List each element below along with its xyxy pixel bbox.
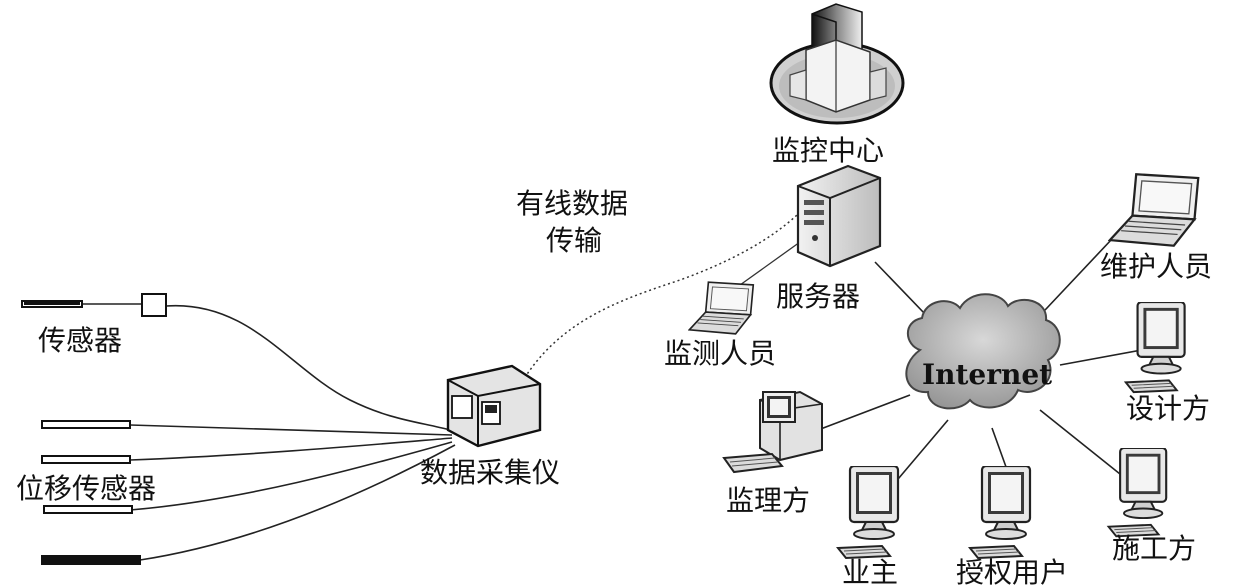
data-logger-label: 数据采集仪: [420, 456, 560, 489]
supervision-party-computer-icon: [722, 390, 823, 474]
authorized-user-label: 授权用户: [956, 556, 1068, 586]
design-party-computer-icon: [1124, 302, 1186, 394]
owner-line: [892, 419, 949, 486]
displacement-sensor-probe-3: [43, 505, 133, 514]
server-icon: [796, 164, 882, 268]
displacement-sensor-group: [41, 420, 141, 565]
monitor-staff-line: [739, 236, 808, 286]
sensor-icon: [21, 293, 167, 317]
sensor-label: 传感器: [38, 324, 122, 357]
maintenance-staff-laptop-icon: [1108, 173, 1200, 247]
supervision-line: [817, 394, 911, 431]
internet-label: Internet: [922, 358, 1052, 391]
displacement-sensor-label: 位移传感器: [16, 472, 156, 505]
construction-party-label: 施工方: [1112, 532, 1196, 565]
monitoring-staff-laptop-icon: [688, 281, 755, 335]
displacement-sensor-probe-4: [41, 555, 141, 565]
owner-label: 业主: [842, 556, 898, 586]
supervision-party-label: 监理方: [726, 484, 810, 517]
maintenance-staff-label: 维护人员: [1100, 250, 1212, 283]
design-party-label: 设计方: [1126, 392, 1210, 425]
sensor-cable-4: [129, 441, 453, 511]
wired-transfer-label-line1: 有线数据: [516, 187, 628, 220]
wired-transfer-label-line2: 传输: [546, 224, 602, 257]
sensor-cable-5: [139, 444, 456, 561]
internet-cloud-icon: [905, 293, 1061, 410]
data-logger-icon: [446, 364, 542, 448]
owner-computer-icon: [836, 466, 900, 560]
server-label: 服务器: [776, 280, 860, 313]
sensor-cable-1: [165, 304, 451, 431]
displacement-sensor-probe-1: [41, 420, 131, 429]
construction-party-computer-icon: [1107, 448, 1168, 538]
monitoring-staff-label: 监测人员: [664, 337, 776, 370]
sensor-cable-3: [129, 437, 453, 461]
displacement-sensor-probe-2: [41, 455, 131, 464]
sensor-cable-2: [129, 424, 453, 436]
authorized-user-computer-icon: [968, 466, 1032, 560]
wired-transfer-line: [521, 214, 798, 383]
monitoring-center-icon: [769, 3, 905, 125]
monitoring-center-label: 监控中心: [772, 134, 884, 167]
